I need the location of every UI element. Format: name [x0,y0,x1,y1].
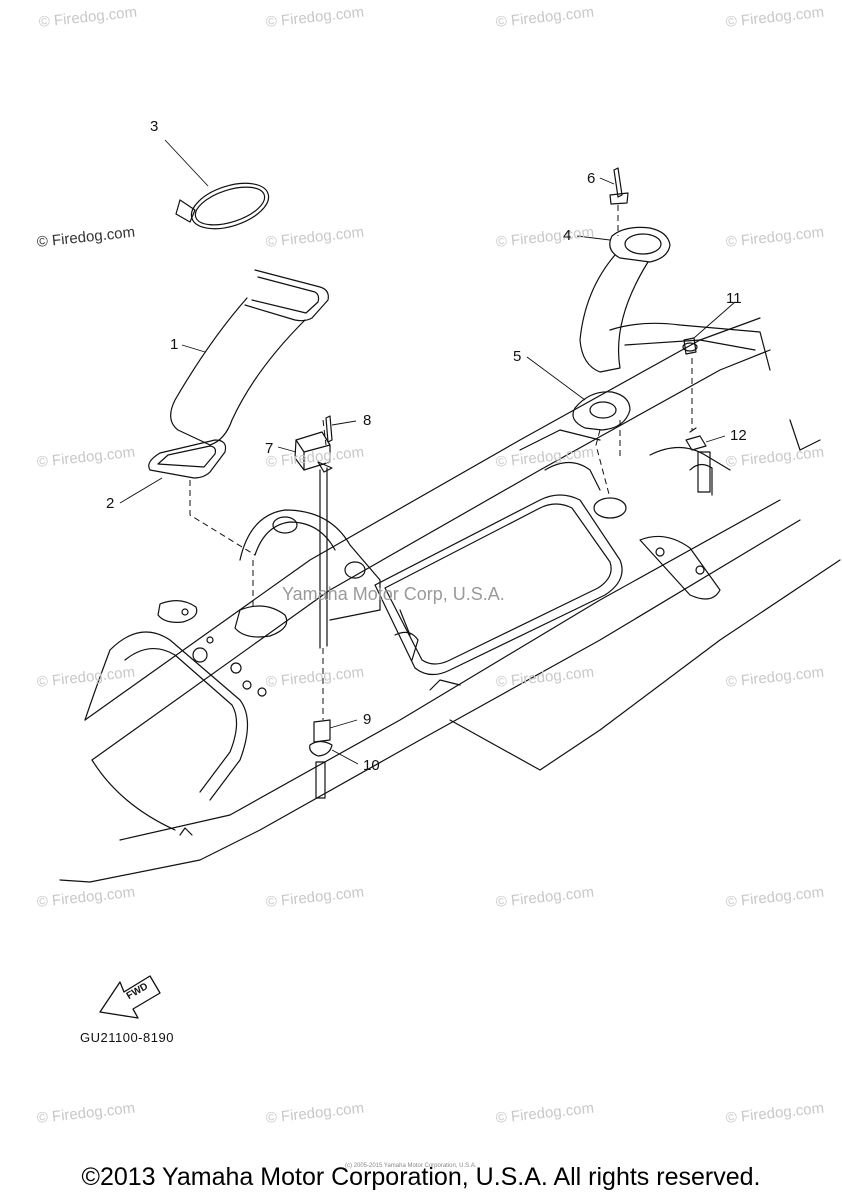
part-12-clip [685,427,711,493]
callout-9: 9 [363,711,372,728]
part-11-fitting [682,337,698,355]
callout-1: 1 [170,336,179,353]
copyright-footer: ©2013 Yamaha Motor Corporation, U.S.A. A… [81,1163,761,1191]
callout-4: 4 [563,227,572,244]
part-8-bolt [325,415,333,443]
callout-5: 5 [513,348,522,365]
part-1-hose [170,269,329,446]
rod-assembly [309,467,333,799]
part-4-elbow [579,226,671,373]
callout-12: 12 [730,427,747,444]
callout-11: 11 [726,290,742,307]
part-2-gasket [148,439,227,479]
fwd-arrow [99,975,161,1019]
callout-2: 2 [106,495,115,512]
part-7-bracket [294,431,333,473]
callout-8: 8 [363,412,372,429]
callout-10: 10 [363,757,380,774]
part-3-band [175,182,270,230]
callout-6: 6 [587,170,596,187]
tiny-credit: (c) 2005-2015 Yamaha Motor Corporation, … [345,1163,477,1169]
part-6-bolt [609,167,629,205]
hull-frame [59,317,841,883]
center-copyright-mark: Yamaha Motor Corp, U.S.A. [282,584,505,604]
diagram-code: GU21100-8190 [80,1030,174,1045]
callout-7: 7 [265,440,274,457]
callout-3: 3 [150,118,159,135]
